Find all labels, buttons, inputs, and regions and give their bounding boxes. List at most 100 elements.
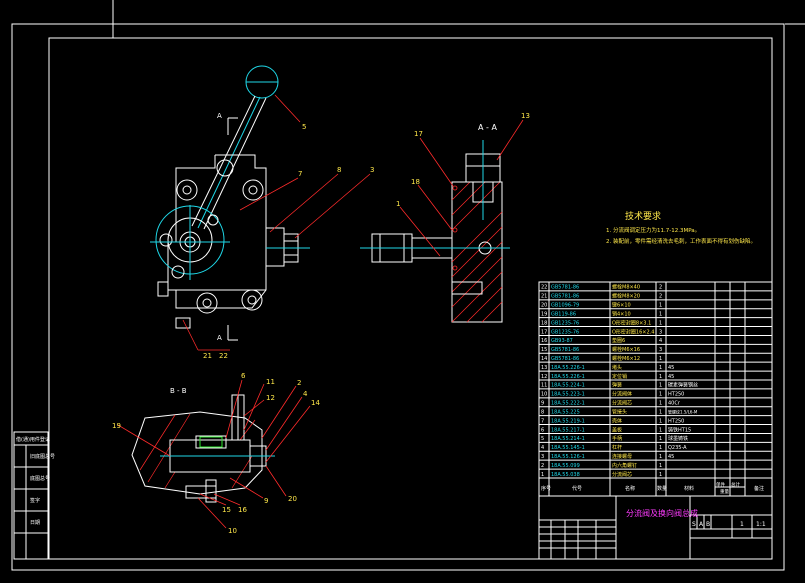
bom-cell: 15 (541, 347, 547, 353)
callout-11: 11 (266, 378, 275, 386)
bom-cell: 管接头 (612, 408, 627, 415)
callout-13: 13 (521, 112, 530, 120)
bom-cell: 11 (541, 383, 547, 389)
bom-cell: 18A.55.038 (551, 472, 580, 478)
drawing-title: 分流阀及换向阀总成 (626, 508, 698, 518)
bom-cell: 13 (541, 365, 547, 371)
callout-15: 15 (222, 506, 231, 514)
stage-letter-b: B (706, 521, 710, 528)
bom-cell: 9 (541, 401, 544, 407)
bom-cell: 连接螺母 (612, 453, 632, 460)
bom-cell: 21 (541, 294, 547, 300)
bom-header-code: 代号 (572, 485, 582, 492)
bom-cell: 铸铁HT15 (668, 426, 691, 433)
section-aa-title: A - A (478, 123, 497, 132)
callout-14: 14 (311, 399, 320, 407)
bom-cell: 管螺纹1.5/L6-M (668, 408, 698, 414)
callout-12: 12 (266, 394, 275, 402)
bom-cell: 18A.55.099 (551, 463, 580, 469)
bom-cell: 手柄 (612, 435, 622, 442)
bom-cell: 6 (541, 427, 544, 433)
bom-cell: HT250 (668, 392, 684, 398)
bom-cell: 定位销 (612, 373, 627, 380)
callout-21: 21 (203, 352, 212, 360)
bom-cell: 18A.55.222-1 (551, 401, 585, 407)
bom-cell: 分流阀芯 (612, 471, 632, 478)
bom-cell: 18 (541, 320, 547, 326)
bom-cell: 1 (659, 463, 662, 469)
side-strip-label: 签字 (30, 497, 40, 504)
bom-header-total: 总计 (731, 481, 740, 488)
bom-cell: GB1096-79 (551, 303, 579, 309)
bom-cell: Q235-A (668, 445, 687, 451)
bom-cell: GB1235-76 (551, 320, 579, 326)
bom-cell: 1 (659, 436, 662, 442)
bom-cell: 螺栓M6×12 (612, 355, 640, 362)
bom-cell: 16 (541, 338, 547, 344)
tech-req-line-2: 2. 装配前，零件需经清洗去毛刺，工作表面不得有划伤缺陷。 (606, 237, 756, 245)
bom-cell: 45 (668, 374, 674, 380)
bom-cell: 碳素弹簧钢丝 (668, 382, 698, 389)
bom-cell: GB5781-86 (551, 347, 579, 353)
callout-9: 9 (264, 497, 268, 505)
cut-label-a-bottom: A (217, 334, 222, 342)
callout-1: 1 (396, 200, 400, 208)
callout-2: 2 (297, 379, 301, 387)
bom-cell: 内六角螺钉 (612, 462, 637, 469)
bom-cell: 7 (541, 418, 544, 424)
bom-cell: 1 (659, 320, 662, 326)
bom-cell: 1 (659, 392, 662, 398)
callout-5: 5 (302, 123, 306, 131)
bom-cell: 1 (541, 472, 544, 478)
bom-cell: 4 (541, 445, 544, 451)
bom-cell: 17 (541, 329, 547, 335)
bom-cell: 1 (659, 409, 662, 415)
sheet-frame (11, 0, 805, 571)
bom-cell: HT250 (668, 418, 684, 424)
bom-cell: 弹簧 (612, 382, 622, 389)
bom-cell: 2 (659, 294, 662, 300)
bom-cell: 销4×10 (612, 310, 631, 317)
bom-cell: 18A.55.145-1 (551, 445, 585, 451)
drawing-scale: 1:1 (756, 521, 766, 528)
bom-cell: 18A.55.223-1 (551, 392, 585, 398)
side-strip-label: 旧底图总号 (30, 453, 55, 460)
bom-cell: 2 (541, 463, 544, 469)
cut-label-a-top: A (217, 112, 222, 120)
bom-cell: 壳体 (612, 417, 622, 424)
side-strip-label: 日期 (30, 520, 40, 526)
callout-10: 10 (228, 527, 237, 535)
bom-cell: 18A.55.214-1 (551, 436, 585, 442)
bom-header-weight: 重量 (720, 488, 729, 495)
bom-cell: 堵头 (612, 364, 622, 371)
section-aa-hatch (451, 181, 503, 323)
tech-req-title: 技术要求 (625, 210, 661, 222)
bom-header-material: 材料 (684, 485, 694, 492)
bom-cell: 1 (659, 311, 662, 317)
bom-header-unit: 单件 (716, 481, 725, 488)
bom-cell: 45 (668, 454, 674, 460)
bom-cell: 18A.55.126-1 (551, 454, 585, 460)
bom-cell: 20 (541, 303, 547, 309)
bom-cell: O形密封圈16×2.4 (612, 328, 654, 335)
bom-cell: 3 (659, 329, 662, 335)
callout-22: 22 (219, 352, 228, 360)
bom-cell: 10 (541, 392, 547, 398)
callout-8: 8 (337, 166, 341, 174)
bom-cell: 盖板 (612, 426, 622, 433)
technical-requirements: 技术要求 1. 分流阀调定压力为11.7-12.3MPa。 2. 装配前，零件需… (606, 210, 756, 245)
side-strip-label: 底图总号 (30, 475, 50, 482)
bom-cell: GB5781-86 (551, 294, 579, 300)
bom-cell: 分流阀体 (612, 391, 632, 398)
bom-cell: 1 (659, 303, 662, 309)
callout-18: 18 (411, 178, 420, 186)
bom-cell: 18A.55.219-1 (551, 418, 585, 424)
bom-cell: 1 (659, 374, 662, 380)
stage-letter-s: S (692, 521, 696, 528)
callout-6: 6 (241, 372, 246, 380)
bom-cell: 螺栓M8×20 (612, 293, 640, 300)
bom-cell: 1 (659, 445, 662, 451)
sheet-count: 1 (740, 521, 744, 528)
section-aa-view: A - A (360, 112, 530, 323)
